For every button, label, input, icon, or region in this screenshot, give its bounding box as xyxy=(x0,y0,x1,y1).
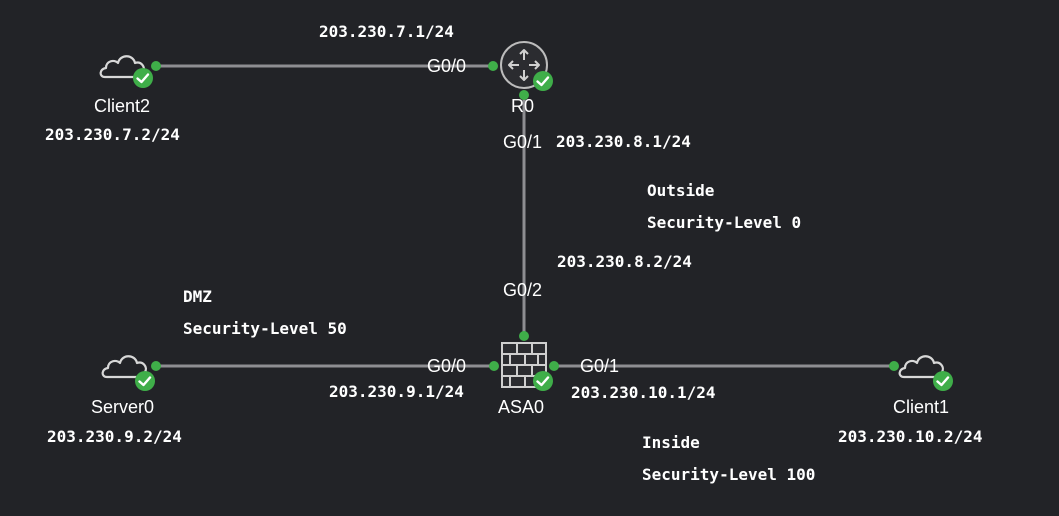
client2-name-label: Client2 xyxy=(94,96,151,116)
port-dot-asa0-g00 xyxy=(489,361,499,371)
client2-ip-label: 203.230.7.2/24 xyxy=(45,125,180,144)
server0-name-label: Server0 xyxy=(91,397,155,417)
r0-g00-port-label: G0/0 xyxy=(427,56,467,76)
zone-inside-name: Inside xyxy=(642,433,700,452)
port-dot-asa0-g01 xyxy=(549,361,559,371)
client1-name-label: Client1 xyxy=(893,397,950,417)
node-client1[interactable] xyxy=(896,350,956,391)
port-dot-server0 xyxy=(151,361,161,371)
asa0-g01-ip-label: 203.230.10.1/24 xyxy=(571,383,716,402)
r0-name-label: R0 xyxy=(511,96,535,116)
asa0-g00-ip-label: 203.230.9.1/24 xyxy=(329,382,464,401)
zone-dmz-level: Security-Level 50 xyxy=(183,319,347,338)
port-dot-asa0-g02 xyxy=(519,331,529,341)
asa0-g02-port-label: G0/2 xyxy=(503,280,543,300)
asa0-g00-port-label: G0/0 xyxy=(427,356,467,376)
port-dot-r0-g01 xyxy=(519,90,529,100)
asa0-g02-ip-label: 203.230.8.2/24 xyxy=(557,252,692,271)
r0-g00-ip-label: 203.230.7.1/24 xyxy=(319,22,454,41)
zone-outside-name: Outside xyxy=(647,181,715,200)
node-r0[interactable] xyxy=(499,40,559,96)
status-check-icon xyxy=(533,371,553,391)
status-check-icon xyxy=(133,68,153,88)
zone-inside-level: Security-Level 100 xyxy=(642,465,816,484)
port-dot-client2 xyxy=(151,61,161,71)
zone-dmz-name: DMZ xyxy=(183,287,212,306)
status-check-icon xyxy=(135,371,155,391)
node-asa0[interactable] xyxy=(500,341,560,393)
client1-ip-label: 203.230.10.2/24 xyxy=(838,427,983,446)
asa0-g01-port-label: G0/1 xyxy=(580,356,620,376)
status-check-icon xyxy=(933,371,953,391)
zone-outside-level: Security-Level 0 xyxy=(647,213,802,232)
node-server0[interactable] xyxy=(99,350,159,391)
r0-g01-port-label: G0/1 xyxy=(503,132,543,152)
port-dot-client1 xyxy=(889,361,899,371)
server0-ip-label: 203.230.9.2/24 xyxy=(47,427,182,446)
asa0-name-label: ASA0 xyxy=(498,397,545,417)
status-check-icon xyxy=(533,71,553,91)
r0-g01-ip-label: 203.230.8.1/24 xyxy=(556,132,691,151)
port-dot-r0-g00 xyxy=(488,61,498,71)
node-client2[interactable] xyxy=(97,50,157,90)
